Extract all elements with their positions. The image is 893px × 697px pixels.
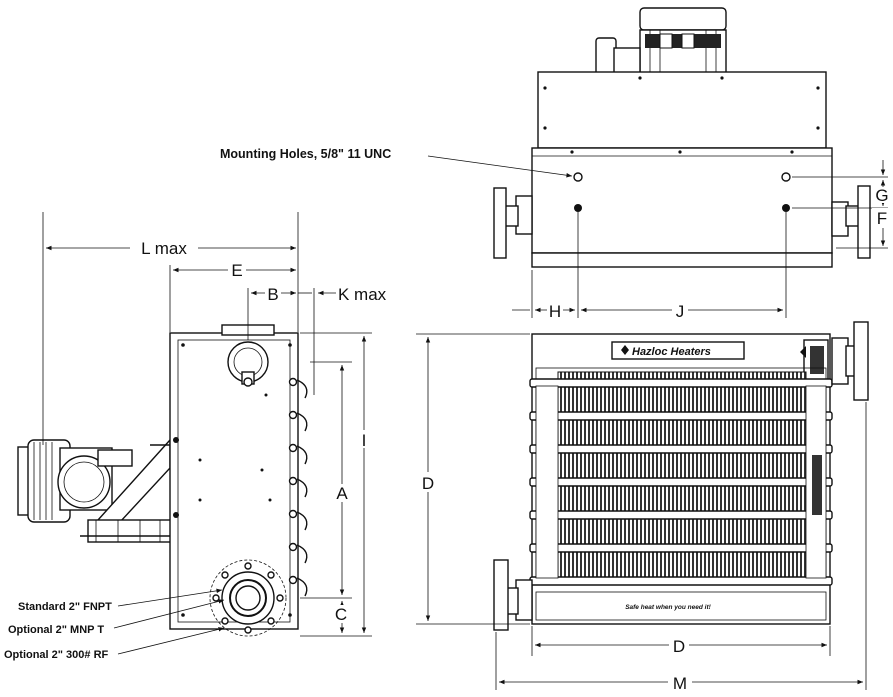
mounting-hole (573, 172, 583, 182)
dim-l-max: L max (141, 239, 187, 258)
side-view: L max E B K max I A C Standard 2" FNPT O… (4, 212, 387, 661)
mounting-hole (782, 204, 790, 212)
dim-d-vertical: D (422, 474, 434, 493)
dim-d-horizontal: D (673, 637, 685, 656)
dim-e: E (231, 261, 242, 280)
note-mounting-holes: Mounting Holes, 5/8" 11 UNC (220, 147, 391, 161)
louver-blades (529, 378, 833, 586)
dim-c: C (335, 605, 347, 624)
motor-side (17, 438, 173, 543)
note-optional-rf: Optional 2" 300# RF (4, 649, 109, 661)
dim-h: H (549, 302, 561, 321)
panel-dots (173, 343, 292, 617)
pipe-connection-side (209, 559, 287, 637)
brand-logo: Hazloc Heaters (632, 346, 711, 358)
mounting-hole (574, 204, 582, 212)
dim-k-max: K max (338, 285, 387, 304)
top-view: Mounting Holes, 5/8" 11 UNC G F H J (220, 7, 892, 321)
dim-m: M (673, 674, 687, 693)
dim-f: F (877, 209, 887, 228)
front-view: Hazloc Heaters Safe heat when you need i… (416, 321, 869, 693)
mounting-hole (781, 172, 791, 182)
note-optional-mnpt: Optional 2" MNP T (8, 624, 104, 636)
brand-slogan: Safe heat when you need it! (625, 604, 711, 611)
cabinet-top (531, 147, 833, 254)
louver-hinges (288, 377, 308, 597)
note-standard-fnpt: Standard 2" FNPT (18, 601, 112, 613)
dim-i: I (362, 431, 367, 450)
dim-j: J (676, 302, 685, 321)
dim-a: A (336, 484, 348, 503)
dim-g: G (875, 186, 888, 205)
dim-b: B (267, 285, 278, 304)
